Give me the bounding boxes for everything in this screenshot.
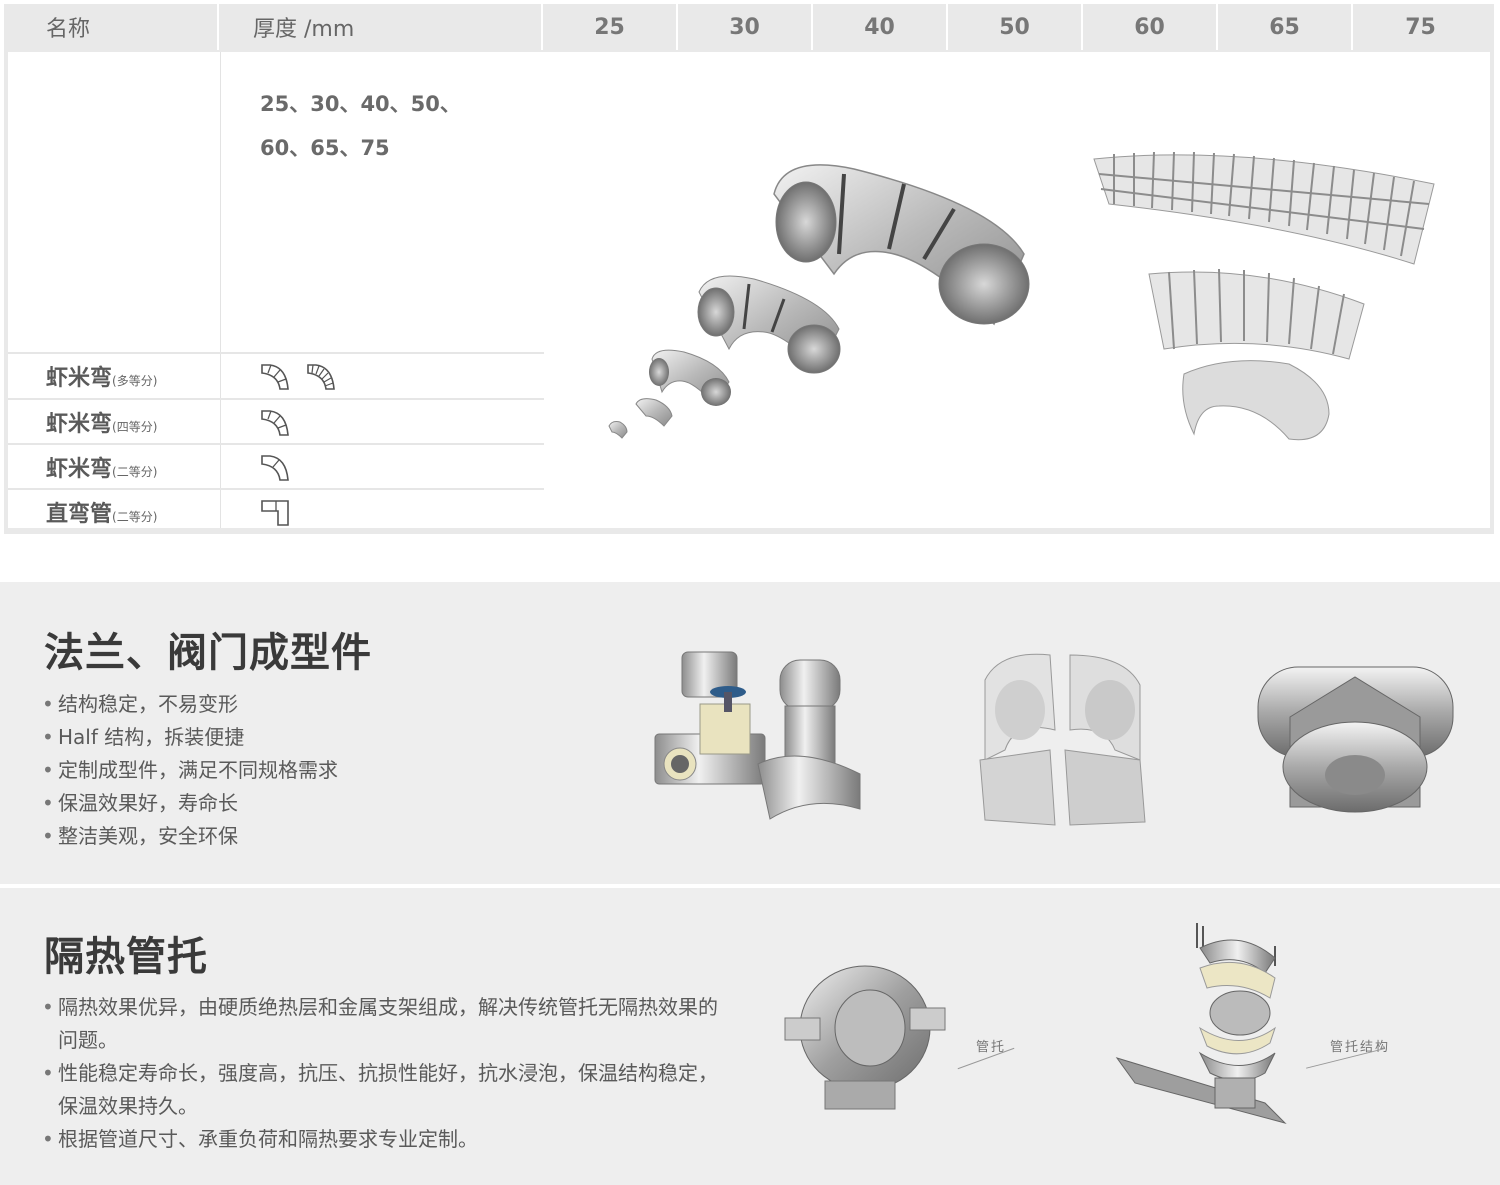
four-segment-elbow-icon	[261, 364, 289, 390]
four-segment-elbow-icon	[261, 410, 289, 436]
bend-row-straight: 直弯管(二等分)	[8, 488, 544, 534]
feature-list: 结构稳定，不易变形 Half 结构，拆装便捷 定制成型件，满足不同规格需求 保温…	[42, 688, 338, 853]
caption-support: 管托	[976, 1040, 1007, 1055]
header-size-40: 40	[813, 4, 948, 50]
list-item: 结构稳定，不易变形	[42, 688, 338, 721]
multi-segment-elbow-icon	[307, 364, 335, 390]
section-title: 隔热管托	[44, 934, 208, 980]
right-angle-elbow-icon	[261, 500, 289, 526]
tee-fitting-image	[1257, 666, 1454, 813]
section-title: 法兰、阀门成型件	[44, 630, 372, 676]
bend-row-four: 虾米弯(四等分)	[8, 398, 544, 444]
header-size-65: 65	[1218, 4, 1353, 50]
header-size-50: 50	[948, 4, 1083, 50]
metal-elbow-image	[608, 164, 1030, 439]
thickness-values-line-2: 60、65、75	[260, 136, 390, 160]
list-item: 保温效果好，寿命长	[42, 787, 338, 820]
flange-valve-section: 法兰、阀门成型件 结构稳定，不易变形 Half 结构，拆装便捷 定制成型件，满足…	[0, 582, 1500, 884]
header-size-25: 25	[543, 4, 678, 50]
list-item: 根据管道尺寸、承重负荷和隔热要求专业定制。	[42, 1123, 722, 1156]
list-item: 整洁美观，安全环保	[42, 820, 338, 853]
bend-name: 直弯管(二等分)	[46, 502, 158, 527]
support-structure-image	[1115, 923, 1287, 1124]
list-item: 性能稳定寿命长，强度高，抗压、抗损性能好，抗水浸泡，保温结构稳定，保温效果持久。	[42, 1057, 722, 1123]
header-size-30: 30	[678, 4, 813, 50]
header-thickness-label: 厚度 /mm	[219, 4, 543, 50]
thickness-values-line-1: 25、30、40、50、	[260, 92, 461, 116]
pipe-support-section: 隔热管托 隔热效果优异，由硬质绝热层和金属支架组成，解决传统管托无隔热效果的问题…	[0, 888, 1500, 1185]
column-divider	[220, 52, 221, 528]
bend-name: 虾米弯(四等分)	[46, 412, 158, 437]
thickness-values: 25、30、40、50、 60、65、75	[260, 82, 500, 170]
bend-row-multi: 虾米弯(多等分)	[8, 352, 544, 398]
header-size-75: 75	[1405, 14, 1436, 40]
list-item: 隔热效果优异，由硬质绝热层和金属支架组成，解决传统管托无隔热效果的问题。	[42, 991, 722, 1057]
caption-structure: 管托结构	[1330, 1040, 1391, 1055]
bend-name: 虾米弯(二等分)	[46, 457, 158, 482]
spec-table-header: 名称 厚度 /mm 25 30 40 50 60 65 75	[4, 4, 1494, 50]
list-item: Half 结构，拆装便捷	[42, 721, 338, 754]
pipe-support-image	[784, 965, 946, 1110]
spec-table: 名称 厚度 /mm 25 30 40 50 60 65 75 25、30、40、…	[4, 4, 1494, 534]
bend-row-two: 虾米弯(二等分)	[8, 443, 544, 489]
split-shell-image	[979, 653, 1146, 826]
list-item: 定制成型件，满足不同规格需求	[42, 754, 338, 787]
valve-insulation-image	[654, 651, 861, 820]
header-name-label: 名称	[4, 4, 219, 50]
segmented-elbow-image	[1093, 151, 1435, 441]
bend-name: 虾米弯(多等分)	[46, 366, 158, 391]
header-size-60: 60	[1083, 4, 1218, 50]
feature-list: 隔热效果优异，由硬质绝热层和金属支架组成，解决传统管托无隔热效果的问题。 性能稳…	[42, 991, 722, 1156]
two-segment-elbow-icon	[261, 455, 289, 481]
